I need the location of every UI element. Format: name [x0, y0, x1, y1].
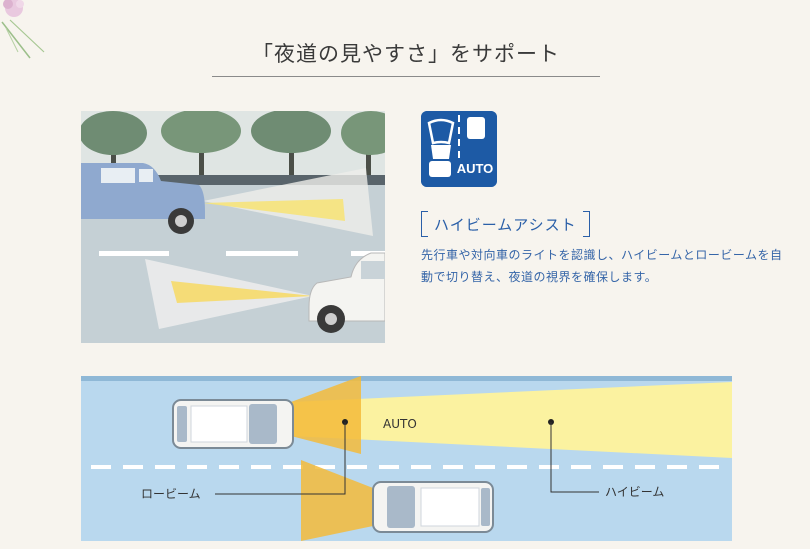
blue-car [81, 163, 205, 234]
low-beam-label: ロービーム [141, 487, 201, 501]
high-beam-pointer-line [550, 422, 599, 493]
car-top-view-upper [172, 399, 294, 449]
page-title: 「夜道の見やすさ」をサポート [252, 42, 560, 66]
feature-title: ハイビームアシスト [434, 215, 577, 234]
low-beam-area-lower [301, 460, 373, 541]
bracket-right [582, 211, 590, 237]
feature-heading: ハイビームアシスト [421, 211, 791, 237]
low-beam-pointer-line [215, 422, 346, 495]
feature-block: ハイビームアシスト 先行車や対向車のライトを認識し、ハイビームとロービームを自動… [421, 211, 791, 288]
feature-description: 先行車や対向車のライトを認識し、ハイビームとロービームを自動で切り替え、夜道の視… [421, 248, 783, 284]
badge-label: AUTO [457, 161, 494, 176]
bracket-left [421, 211, 428, 237]
high-beam-assist-icon: AUTO [421, 111, 497, 187]
high-beam-area [291, 382, 732, 458]
night-road-illustration [81, 111, 385, 343]
auto-label: AUTO [383, 417, 417, 431]
low-beam-area-upper [291, 376, 361, 454]
flower-decoration-icon [1, 0, 45, 59]
title-divider [212, 76, 600, 77]
high-beam-label: ハイビーム [605, 485, 664, 499]
white-car [308, 252, 385, 333]
car-top-view-lower [372, 481, 494, 533]
beam-diagram: AUTO ロービーム ハイビーム [81, 376, 732, 541]
lane-markings [91, 465, 719, 469]
tree-row [81, 111, 385, 181]
